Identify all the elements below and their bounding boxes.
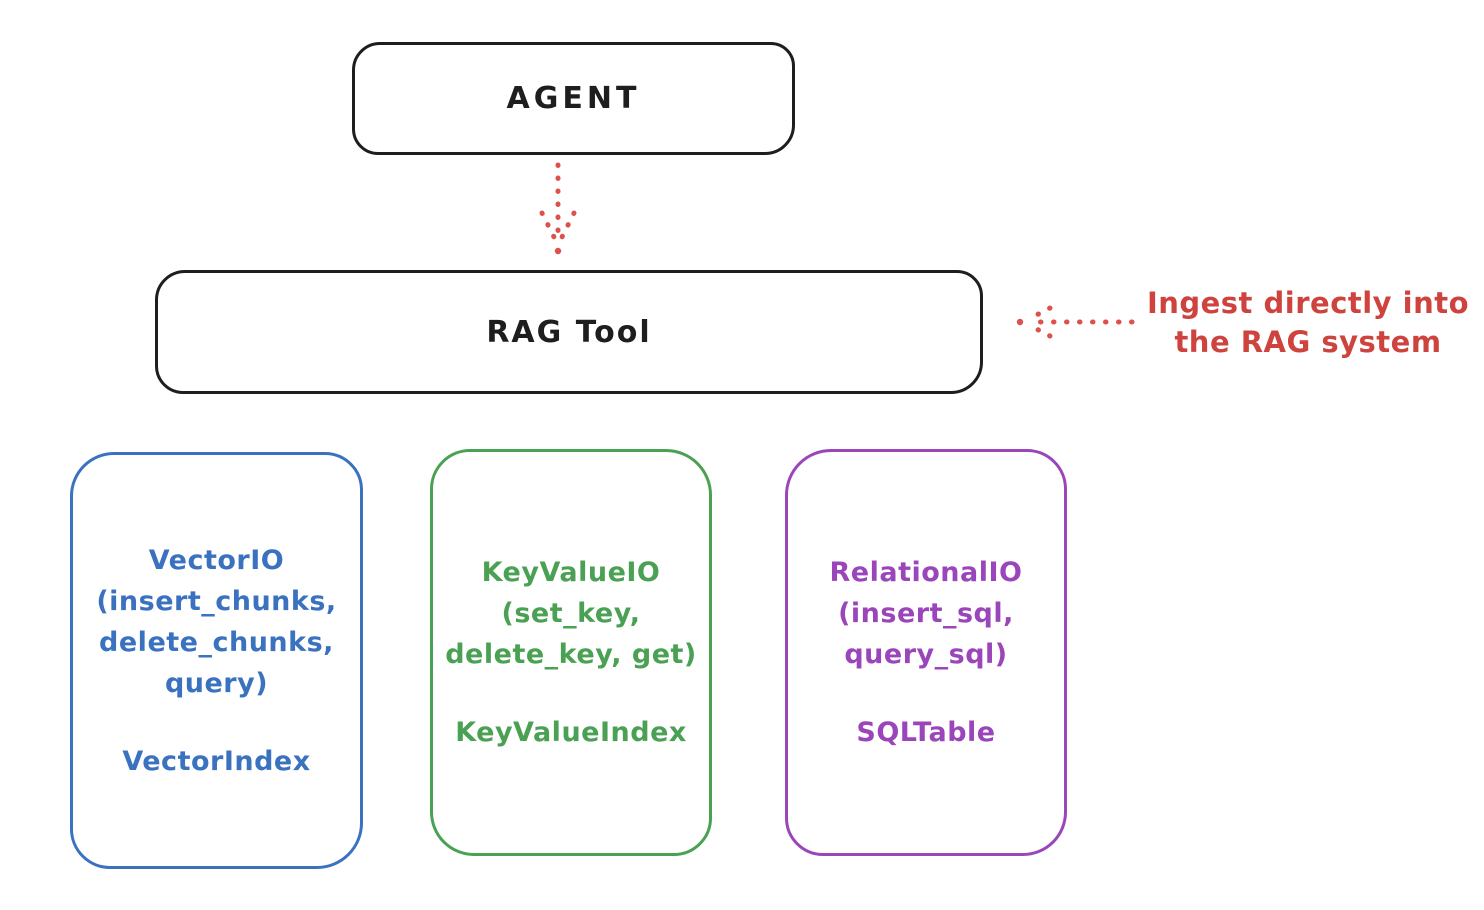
agent-node: AGENT bbox=[352, 42, 795, 155]
io-box-line: (insert_chunks, bbox=[96, 585, 337, 617]
io-box-line: RelationalIO bbox=[829, 557, 1023, 588]
io-box-line: delete_chunks, bbox=[99, 626, 334, 658]
keyvalue-index-label: KeyValueIndex bbox=[455, 717, 687, 748]
relational-io-box: RelationalIO (insert_sql, query_sql) SQL… bbox=[785, 449, 1067, 856]
keyvalue-io-box: KeyValueIO (set_key, delete_key, get) Ke… bbox=[430, 449, 712, 856]
rag-tool-label: RAG Tool bbox=[486, 314, 652, 350]
io-box-line: VectorIO bbox=[148, 544, 285, 576]
rag-tool-node: RAG Tool bbox=[155, 270, 983, 394]
io-box-line: query) bbox=[164, 667, 269, 699]
vector-index-label: VectorIndex bbox=[122, 745, 311, 777]
sql-table-label: SQLTable bbox=[856, 717, 996, 748]
dotted-arrow-left-icon bbox=[1012, 300, 1140, 348]
dotted-arrow-down-icon bbox=[528, 160, 588, 268]
ingest-annotation: Ingest directly into the RAG system bbox=[1136, 284, 1480, 362]
io-box-description: VectorIO (insert_chunks, delete_chunks, … bbox=[96, 540, 336, 704]
io-box-line: delete_key, get) bbox=[445, 639, 697, 670]
io-box-line: query_sql) bbox=[844, 639, 1008, 670]
io-box-line: (insert_sql, bbox=[838, 598, 1014, 629]
ingest-annotation-line-1: Ingest directly into bbox=[1146, 286, 1470, 320]
ingest-annotation-line-2: the RAG system bbox=[1174, 325, 1442, 359]
agent-label: AGENT bbox=[506, 81, 641, 116]
io-box-line: KeyValueIO bbox=[481, 557, 661, 588]
io-box-description: RelationalIO (insert_sql, query_sql) bbox=[830, 552, 1023, 675]
io-box-description: KeyValueIO (set_key, delete_key, get) bbox=[445, 552, 697, 675]
vector-io-box: VectorIO (insert_chunks, delete_chunks, … bbox=[70, 452, 363, 869]
io-box-line: (set_key, bbox=[501, 598, 641, 629]
